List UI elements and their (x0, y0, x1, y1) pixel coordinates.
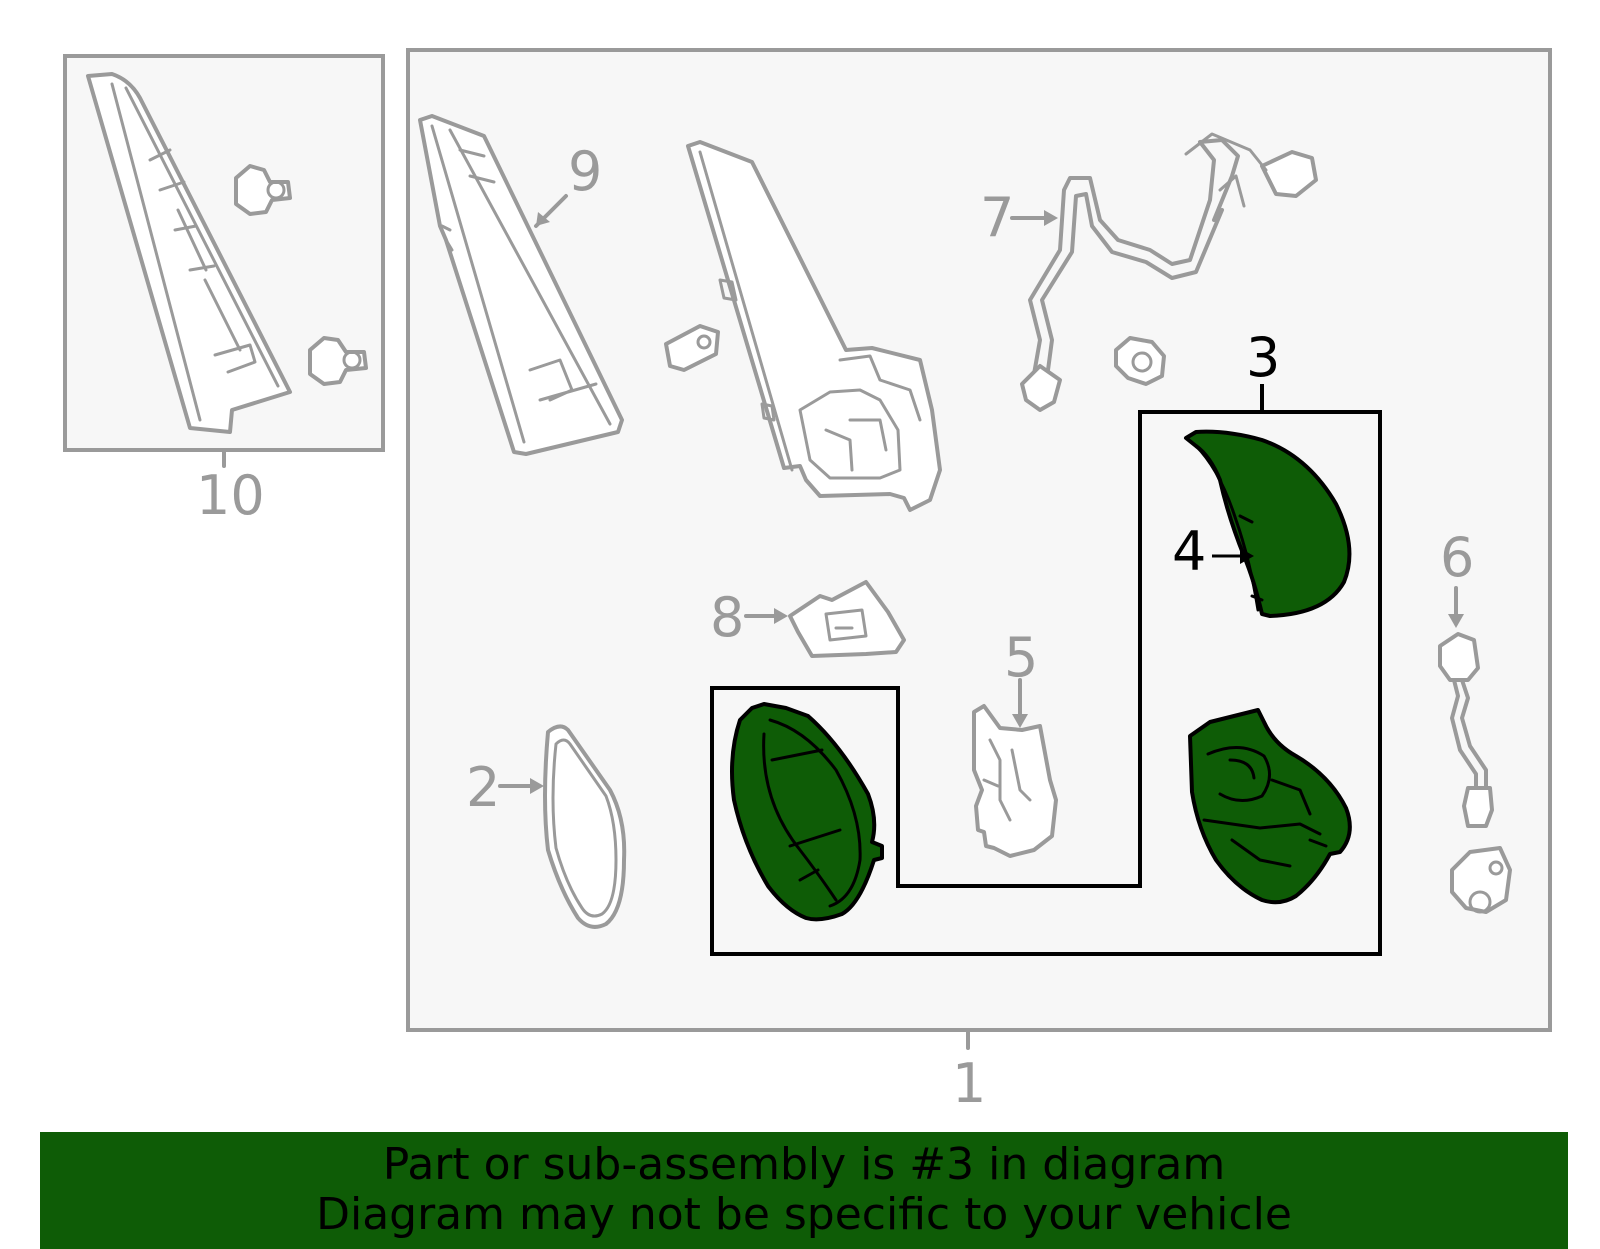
part-4-cover[interactable] (1184, 429, 1352, 618)
callout-8: 8 (710, 586, 744, 649)
callout-6: 6 (1440, 526, 1474, 589)
part-10-clip-upper[interactable] (234, 164, 292, 216)
callout-4: 4 (1172, 520, 1206, 583)
info-banner: Part or sub-assembly is #3 in diagram Di… (40, 1132, 1568, 1249)
banner-line-1: Part or sub-assembly is #3 in diagram (382, 1139, 1226, 1190)
part-9-trim-cover[interactable] (418, 114, 624, 456)
part-7-grommet[interactable] (1114, 336, 1166, 386)
part-5-actuator[interactable] (972, 704, 1058, 858)
callout-10: 10 (196, 464, 265, 527)
part-7-wiring-harness[interactable] (1020, 132, 1318, 412)
part-10-clip-lower[interactable] (308, 336, 368, 386)
part-10-trim-panel[interactable] (86, 72, 292, 434)
part-6-camera[interactable] (1438, 632, 1512, 914)
part-1-small-clip[interactable] (664, 324, 720, 372)
part-1-mirror-base[interactable] (686, 140, 942, 512)
part-3-group-outline (710, 410, 1382, 956)
callout-2: 2 (466, 756, 500, 819)
callout-9: 9 (568, 140, 602, 203)
part-3-housing-upper[interactable] (1188, 708, 1352, 905)
callout-5: 5 (1004, 626, 1038, 689)
callout-3: 3 (1246, 326, 1280, 389)
callout-7: 7 (980, 186, 1014, 249)
part-8-bracket[interactable] (788, 580, 906, 658)
part-3-housing-lower[interactable] (730, 702, 884, 922)
part-2-mirror-glass[interactable] (543, 724, 627, 929)
banner-line-2: Diagram may not be specific to your vehi… (316, 1189, 1292, 1240)
callout-1: 1 (952, 1052, 986, 1115)
